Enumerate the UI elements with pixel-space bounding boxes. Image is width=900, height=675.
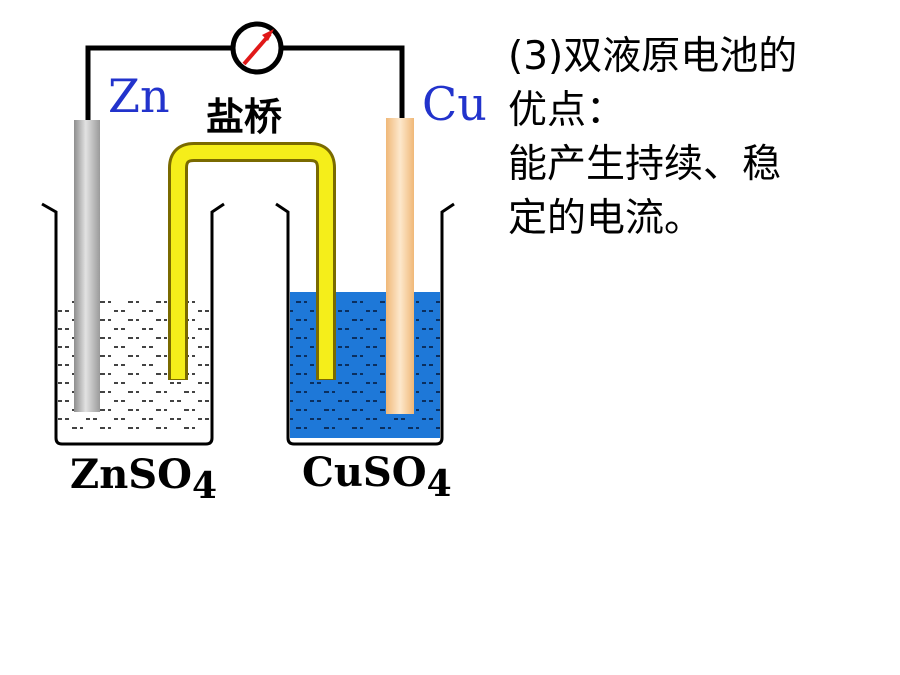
electrode-label-zn: Zn (108, 69, 170, 123)
salt-bridge-label: 盐桥 (206, 95, 282, 139)
explanation-line-3: 能产生持续、稳 (508, 142, 782, 187)
solution-label-znso4: ZnSO4 (70, 451, 217, 507)
circuit-wire (85, 45, 405, 132)
electrode-label-cu: Cu (422, 77, 487, 131)
explanation-line-4: 定的电流。 (508, 196, 704, 241)
copper-electrode (386, 118, 414, 414)
left-beaker (41, 202, 225, 446)
explanation-line-1: (3)双液原电池的 (508, 34, 798, 79)
zinc-electrode (74, 120, 100, 412)
explanation-text: (3)双液原电池的 优点： 能产生持续、稳 定的电流。 (508, 30, 888, 246)
right-beaker (275, 202, 455, 446)
explanation-line-2: 优点： (508, 88, 626, 133)
salt-bridge-tube (168, 142, 336, 380)
solution-label-cuso4: CuSO4 (302, 449, 452, 505)
galvanometer-icon (230, 21, 284, 75)
